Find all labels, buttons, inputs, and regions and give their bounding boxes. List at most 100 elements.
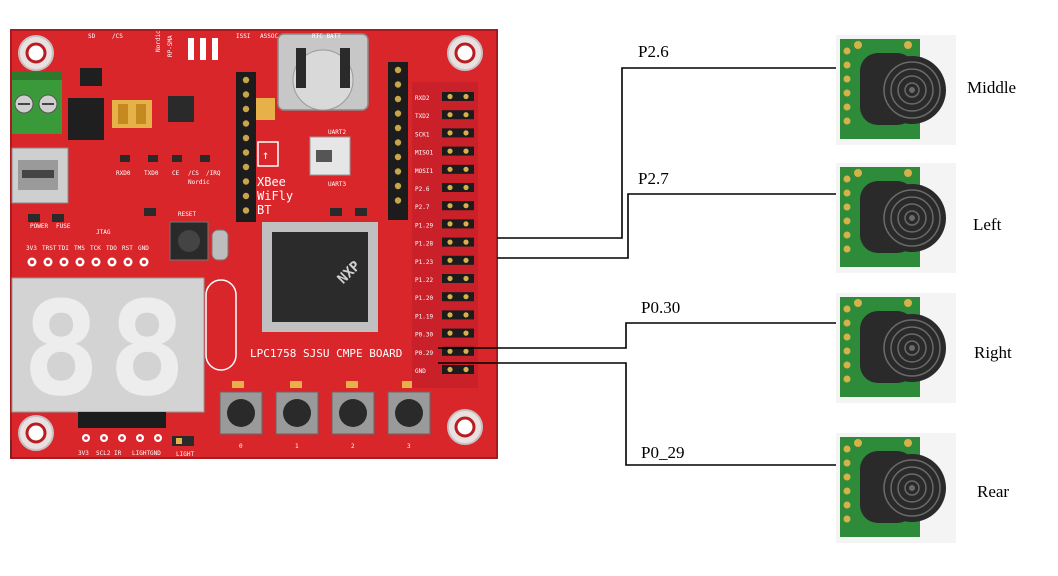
header-pin-pair <box>442 128 474 138</box>
seven-seg-digit-2: 8 <box>108 273 186 425</box>
jtag-pin-label: TDI <box>58 245 69 252</box>
silk-wifly: WiFly <box>257 189 293 203</box>
sensor-label-rear: Rear <box>977 482 1009 501</box>
sensor-rear <box>836 433 956 543</box>
mounting-hole-top-left <box>18 35 54 71</box>
silk-top-cs: /CS <box>112 33 123 40</box>
header-pin <box>447 112 453 118</box>
silk-nordic-txd0: TXD0 <box>144 170 159 177</box>
header-pin <box>447 93 453 100</box>
silk-top-assoc: ASSOC <box>260 33 278 40</box>
button-label-2: 2 <box>351 443 355 450</box>
header-pin-label: P1.29 <box>415 222 433 229</box>
bottom-pin-label: 3V3 <box>78 450 89 457</box>
header-pin <box>394 197 402 204</box>
button-label-1: 1 <box>295 443 299 450</box>
header-pin <box>463 348 469 354</box>
sensor-label-left: Left <box>973 215 1002 234</box>
xbee-module-label: ↑ XBee WiFly BT <box>257 141 293 217</box>
header-pin <box>447 166 453 172</box>
header-pin <box>463 203 469 209</box>
header-pin-label: P1.20 <box>415 295 433 302</box>
header-pin-pair <box>442 219 474 229</box>
light-sensor: LIGHT <box>172 436 194 458</box>
sensor-right <box>836 293 956 403</box>
jtag-pin-label: TRST <box>42 245 57 252</box>
header-pin-pair <box>442 274 474 283</box>
bottom-pin-label: IR <box>114 450 122 457</box>
header-pin <box>463 148 469 154</box>
header-pin <box>394 66 402 74</box>
header-pin <box>447 257 453 263</box>
header-pin <box>463 294 469 300</box>
header-pin <box>242 192 250 200</box>
header-pin <box>447 312 453 318</box>
header-pin <box>242 149 250 156</box>
header-pin-pair <box>442 328 474 338</box>
header-pin-pair <box>442 183 474 192</box>
header-pin <box>463 166 469 172</box>
header-pin <box>447 203 453 209</box>
lpc1758-board: SD /CS Nordic RP-SMA ISSI ASSOC RTC BATT… <box>10 29 498 459</box>
header-pin <box>242 178 250 185</box>
silk-jtag: JTAG <box>96 229 111 236</box>
pin-label-p0-29: P0_29 <box>641 443 684 462</box>
sensor-label-right: Right <box>974 343 1012 362</box>
header-pin <box>447 148 453 154</box>
header-pin-label: P1.22 <box>415 277 433 284</box>
reset-button: RESET <box>169 211 209 261</box>
header-pin-label: SCK1 <box>415 131 430 138</box>
board-title: LPC1758 SJSU CMPE BOARD <box>250 347 402 360</box>
header-pin-pair <box>442 310 474 320</box>
silk-reset: RESET <box>178 211 196 218</box>
silk-light: LIGHT <box>176 451 194 458</box>
header-pin-label: TXD2 <box>415 113 430 120</box>
pin-label-p2-7: P2.7 <box>638 169 669 188</box>
right-pin-header: RXD2TXD2SCK1MISO1MOSI1P2.6P2.7P1.29P1.28… <box>412 82 478 388</box>
header-pin <box>447 221 453 227</box>
bottom-pin-label: SCL2 <box>96 450 111 457</box>
sensor-label-middle: Middle <box>967 78 1016 97</box>
header-pin-pair <box>442 92 474 101</box>
header-pin <box>394 168 402 175</box>
mounting-hole-bottom-left <box>18 415 54 451</box>
silk-nordic-cs: /CS <box>188 170 199 177</box>
pin-label-p2-6: P2.6 <box>638 42 669 61</box>
header-pin <box>447 366 453 373</box>
header-pin <box>463 93 469 100</box>
silk-nordic-irq: /IRQ <box>206 170 221 177</box>
rtc-battery-holder: RTC BATT <box>277 33 369 111</box>
seven-segment-display: 8 8 <box>11 273 205 425</box>
header-pin-label: MOSI1 <box>415 168 433 175</box>
header-pin-label: P0.29 <box>415 350 433 357</box>
lpc1758-chip: NXP <box>262 222 378 332</box>
header-pin <box>463 312 469 318</box>
xbee-headers <box>236 62 408 222</box>
header-pin <box>463 239 469 245</box>
silk-uart2: UART2 <box>328 129 346 136</box>
header-pin-pair <box>442 255 474 265</box>
header-pin-label: P0.30 <box>415 332 433 339</box>
header-pin <box>394 110 402 117</box>
header-pin <box>463 184 469 191</box>
mounting-hole-top-right <box>447 35 483 71</box>
wire-left <box>497 193 836 259</box>
header-pin <box>463 366 469 373</box>
header-pin-pair <box>442 201 474 211</box>
bottom-pin-label: GND <box>150 450 161 457</box>
wire-rear <box>438 362 836 466</box>
header-pin <box>447 294 453 300</box>
sensor-left <box>836 163 956 273</box>
jtag-pin-label: TMS <box>74 245 85 252</box>
silk-xbee: XBee <box>257 175 286 189</box>
mounting-hole-bottom-right <box>447 409 483 445</box>
button-label-3: 3 <box>407 443 411 450</box>
silk-top-rp-sma: RP-SMA <box>167 35 174 57</box>
wire-right <box>438 322 836 349</box>
header-pin <box>463 275 469 282</box>
header-pin <box>242 163 250 171</box>
header-pin <box>447 275 453 282</box>
header-pin <box>447 348 453 354</box>
